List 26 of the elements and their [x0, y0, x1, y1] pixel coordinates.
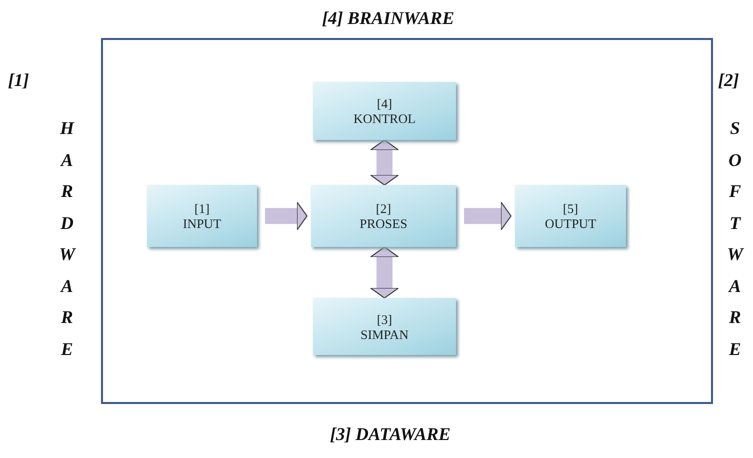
box-label: SIMPAN	[360, 326, 408, 342]
bottom-title: [3] DATAWARE	[330, 424, 451, 445]
block-arrow	[265, 202, 308, 230]
box-number: [2]	[376, 201, 392, 216]
block-arrow	[370, 140, 399, 186]
frame-box	[101, 38, 713, 404]
vertical-label: SOFTWARE	[726, 117, 744, 360]
box-number: [1]	[194, 201, 210, 216]
process-box	[313, 298, 456, 355]
box-number: [3]	[376, 312, 392, 326]
process-box	[311, 185, 456, 247]
side-number: [1]	[8, 70, 29, 91]
chart-title: [4] BRAINWARE	[322, 8, 454, 29]
process-box	[147, 185, 257, 247]
box-label: INPUT	[182, 216, 222, 231]
box-number: [4]	[376, 96, 392, 111]
block-arrow	[370, 246, 399, 298]
box-label: PROSES	[360, 216, 408, 231]
block-arrow	[464, 202, 512, 230]
box-label: KONTROL	[353, 111, 416, 126]
box-label: OUTPUT	[544, 216, 596, 231]
process-box	[515, 185, 626, 247]
process-box	[313, 82, 456, 140]
vertical-label: HARDWARE	[58, 117, 76, 360]
side-number: [2]	[718, 70, 739, 91]
box-number: [5]	[562, 201, 578, 216]
